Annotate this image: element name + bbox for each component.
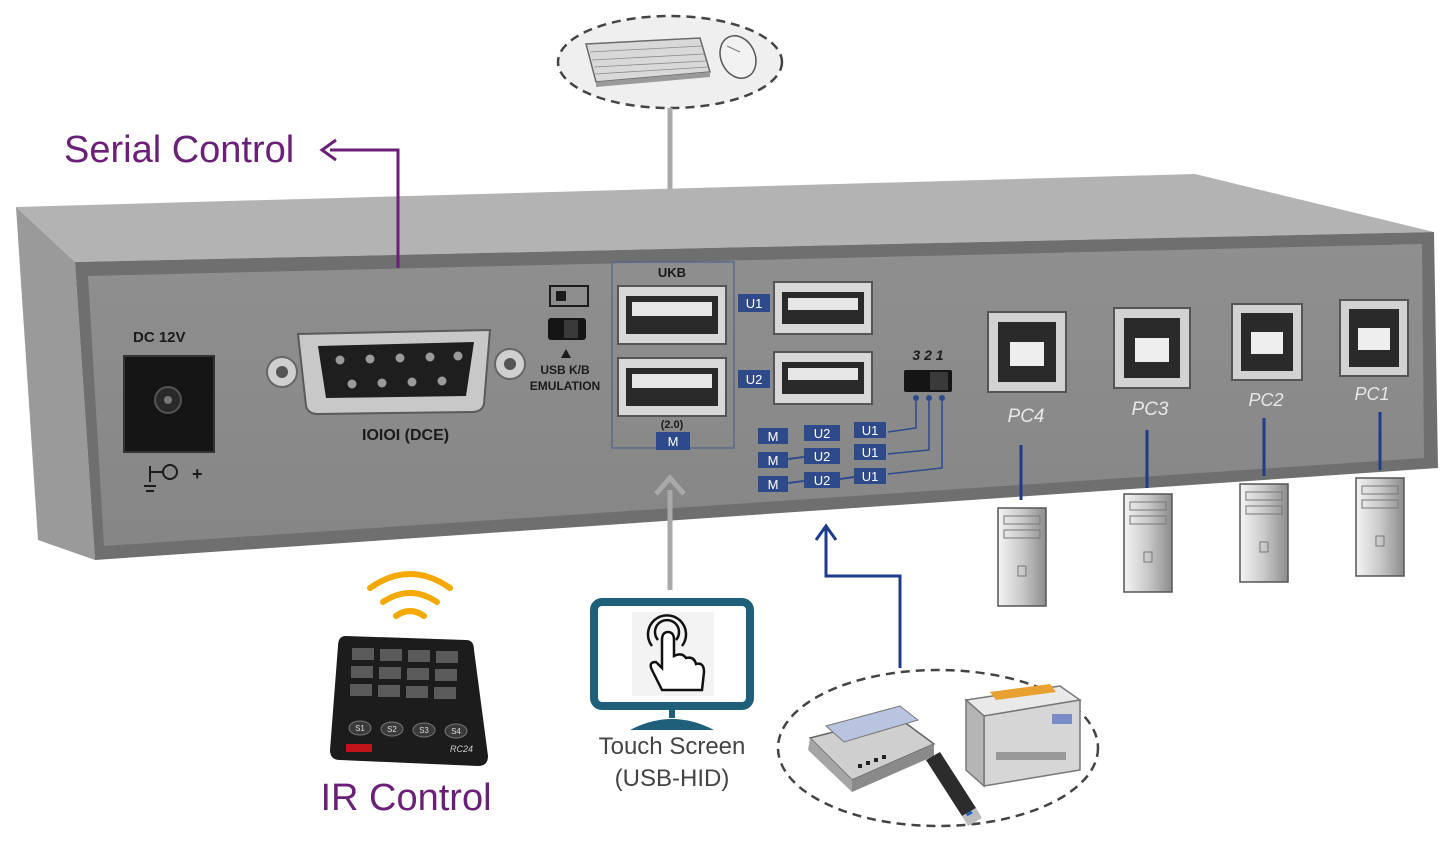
remote-key-s2: S2: [387, 725, 397, 734]
serial-control-arrow: [330, 148, 400, 268]
touch-screen-sub-label: (USB-HID): [615, 765, 730, 792]
pc4-label: PC4: [1008, 406, 1045, 427]
pc-port-4: PC4: [987, 311, 1067, 427]
remote-key-s3: S3: [419, 726, 429, 735]
usb-emulation-label-2: EMULATION: [530, 379, 600, 393]
pc1-label: PC1: [1354, 384, 1389, 404]
usb-drive-icon: [926, 752, 982, 826]
usb-emulation-label-1: USB K/B: [540, 363, 590, 377]
mode-row-2-m: M: [768, 453, 779, 468]
ir-control-label: IR Control: [320, 777, 491, 819]
u2-badge-label: U2: [746, 372, 763, 387]
kvm-chassis: [16, 174, 1438, 560]
touch-screen-label: Touch Screen: [599, 733, 746, 760]
serial-control-arrow-head: [319, 138, 337, 162]
remote-key-s4: S4: [451, 727, 461, 736]
pc-tower-icon: [1239, 483, 1289, 583]
u1-badge-label: U1: [746, 296, 763, 311]
mode-row-1: M U2 U1: [758, 422, 886, 444]
remote-key-s1: S1: [355, 724, 365, 733]
dc-power-jack: DC 12V +: [123, 329, 215, 492]
mode-dip-switch: 3 2 1 M U2 U1 M U2 U1: [758, 347, 952, 492]
scanner-icon: [808, 705, 936, 792]
remote-model: RC24: [450, 744, 473, 754]
m-badge: [656, 432, 690, 450]
pc-port-2: PC2: [1231, 303, 1303, 410]
m-badge-label: M: [668, 434, 679, 449]
dc-label: DC 12V: [133, 329, 186, 346]
usb-emulation-switch: USB K/B EMULATION: [530, 285, 600, 393]
serial-port-label: IOIOI (DCE): [362, 427, 449, 444]
usb-version-label: (2.0): [661, 419, 684, 431]
serial-port: IOIOI (DCE): [266, 328, 526, 444]
pc-port-1: PC1: [1339, 299, 1409, 404]
ir-remote-icon: S1 S2 S3 S4 RC24: [330, 636, 488, 766]
mode-row-1-u2: U2: [814, 426, 831, 441]
hand-touch-icon: [646, 614, 706, 692]
pc-tower-icon: [997, 507, 1047, 607]
mode-row-2-u1: U1: [862, 445, 879, 460]
touch-screen-icon: [590, 598, 754, 730]
u-ports: U1 U2: [738, 281, 873, 405]
printer-icon: [964, 684, 1082, 788]
pc-tower-icon: [1355, 477, 1405, 577]
mode-row-3-u2: U2: [814, 473, 831, 488]
mode-row-3-u1: U1: [862, 469, 879, 484]
dc-plus-label: +: [192, 464, 203, 484]
mode-row-3: M U2 U1: [758, 468, 886, 492]
dip-numbers: 3 2 1: [912, 347, 943, 363]
pc3-label: PC3: [1132, 399, 1169, 420]
wifi-signal-icon: [367, 571, 453, 619]
pc2-label: PC2: [1248, 390, 1283, 410]
mode-row-2: M U2 U1: [758, 444, 886, 468]
dc-polarity-icon: [144, 464, 178, 492]
mode-row-1-u1: U1: [862, 423, 879, 438]
pc-tower-icon: [1123, 493, 1173, 593]
peripheral-arrow-head: [814, 523, 838, 541]
touch-arrow-head: [654, 474, 686, 496]
mode-row-3-m: M: [768, 477, 779, 492]
mode-row-1-m: M: [768, 429, 779, 444]
ukb-port-group: UKB (2.0) M: [611, 261, 735, 450]
pc-port-3: PC3: [1113, 307, 1191, 420]
mode-row-2-u2: U2: [814, 449, 831, 464]
remote-logo: [346, 744, 372, 752]
usb-peripherals-group: [776, 668, 1100, 828]
keyboard-mouse-group: [556, 14, 784, 110]
pc-connector-lines: [1019, 412, 1382, 500]
ukb-label: UKB: [658, 265, 686, 280]
serial-control-label: Serial Control: [64, 129, 294, 171]
keyboard-icon: [585, 37, 711, 87]
mouse-icon: [719, 35, 757, 79]
peripheral-arrow: [824, 528, 902, 668]
